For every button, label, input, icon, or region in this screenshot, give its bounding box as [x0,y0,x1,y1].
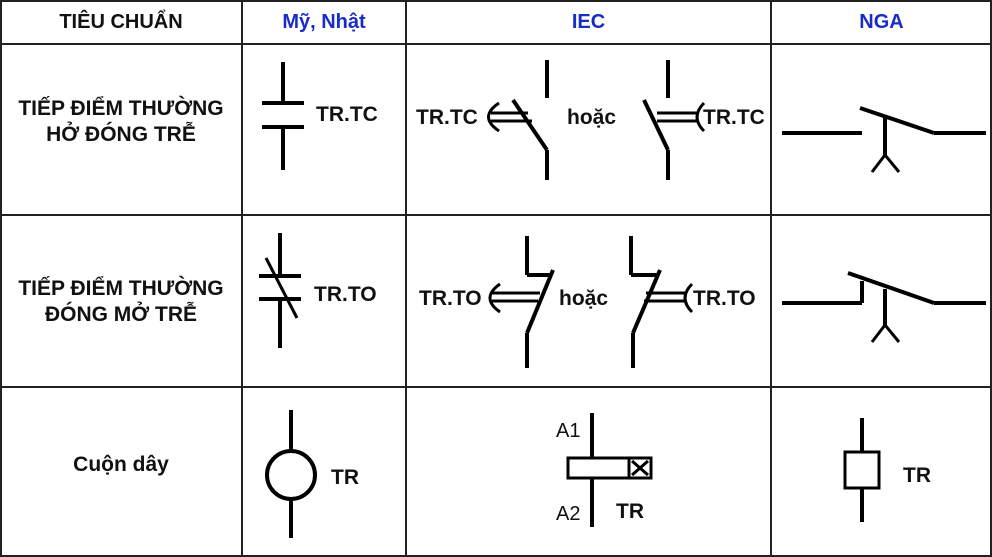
header-russia: NGA [771,0,992,44]
header-iec-label: IEC [571,10,606,33]
row-label-line: HỞ ĐÓNG TRỄ [46,123,196,146]
header-iec: IEC [406,0,771,44]
usjp-coil-symbol [265,410,317,538]
iec-or-label: hoặc [567,106,617,129]
usjp-nc-tag: TR.TO [314,283,377,306]
usjp-no-tag: TR.TC [316,103,378,126]
row-label-line: TIẾP ĐIỂM THƯỜNG [18,97,224,120]
usjp-nc-contact-symbol [259,233,301,348]
header-standard-label: TIÊU CHUẨN [59,10,183,33]
iec-nc-contact-left-symbol [488,236,555,368]
iec-no-contact-left-symbol [487,60,549,180]
iec-nc-right-tag: TR.TO [693,287,756,310]
russia-coil-symbol [843,418,881,522]
row-label-line: Cuộn dây [73,453,169,476]
iec-nc-left-tag: TR.TO [419,287,482,310]
row-label-no-delay-close: TIẾP ĐIỂM THƯỜNG HỞ ĐÓNG TRỄ [0,90,242,154]
russia-coil-tag: TR [903,464,931,487]
usjp-no-contact-symbol [262,62,304,170]
iec-coil-tag: TR [616,500,644,523]
russia-nc-contact-symbol [782,271,986,343]
iec-coil-symbol [566,413,653,527]
row-label-coil: Cuộn dây [0,450,242,480]
row-label-line: ĐÓNG MỞ TRỄ [44,303,198,326]
russia-no-contact-symbol [782,106,986,173]
iec-no-contact-right-symbol [642,60,706,180]
usjp-coil-tag: TR [331,466,359,489]
iec-nc-contact-right-symbol [629,236,694,368]
header-us-japan: Mỹ, Nhật [242,0,406,44]
iec-or-label: hoặc [559,287,609,310]
header-us-japan-label: Mỹ, Nhật [282,10,366,33]
iec-coil-a2-label: A2 [556,503,581,525]
header-standard: TIÊU CHUẨN [0,0,242,44]
header-russia-label: NGA [859,10,904,33]
row-label-nc-delay-open: TIẾP ĐIỂM THƯỜNG ĐÓNG MỞ TRỄ [0,270,242,334]
iec-no-left-tag: TR.TC [416,106,478,129]
row-label-line: TIẾP ĐIỂM THƯỜNG [18,277,224,300]
iec-no-right-tag: TR.TC [703,106,765,129]
iec-coil-a1-label: A1 [556,420,581,442]
